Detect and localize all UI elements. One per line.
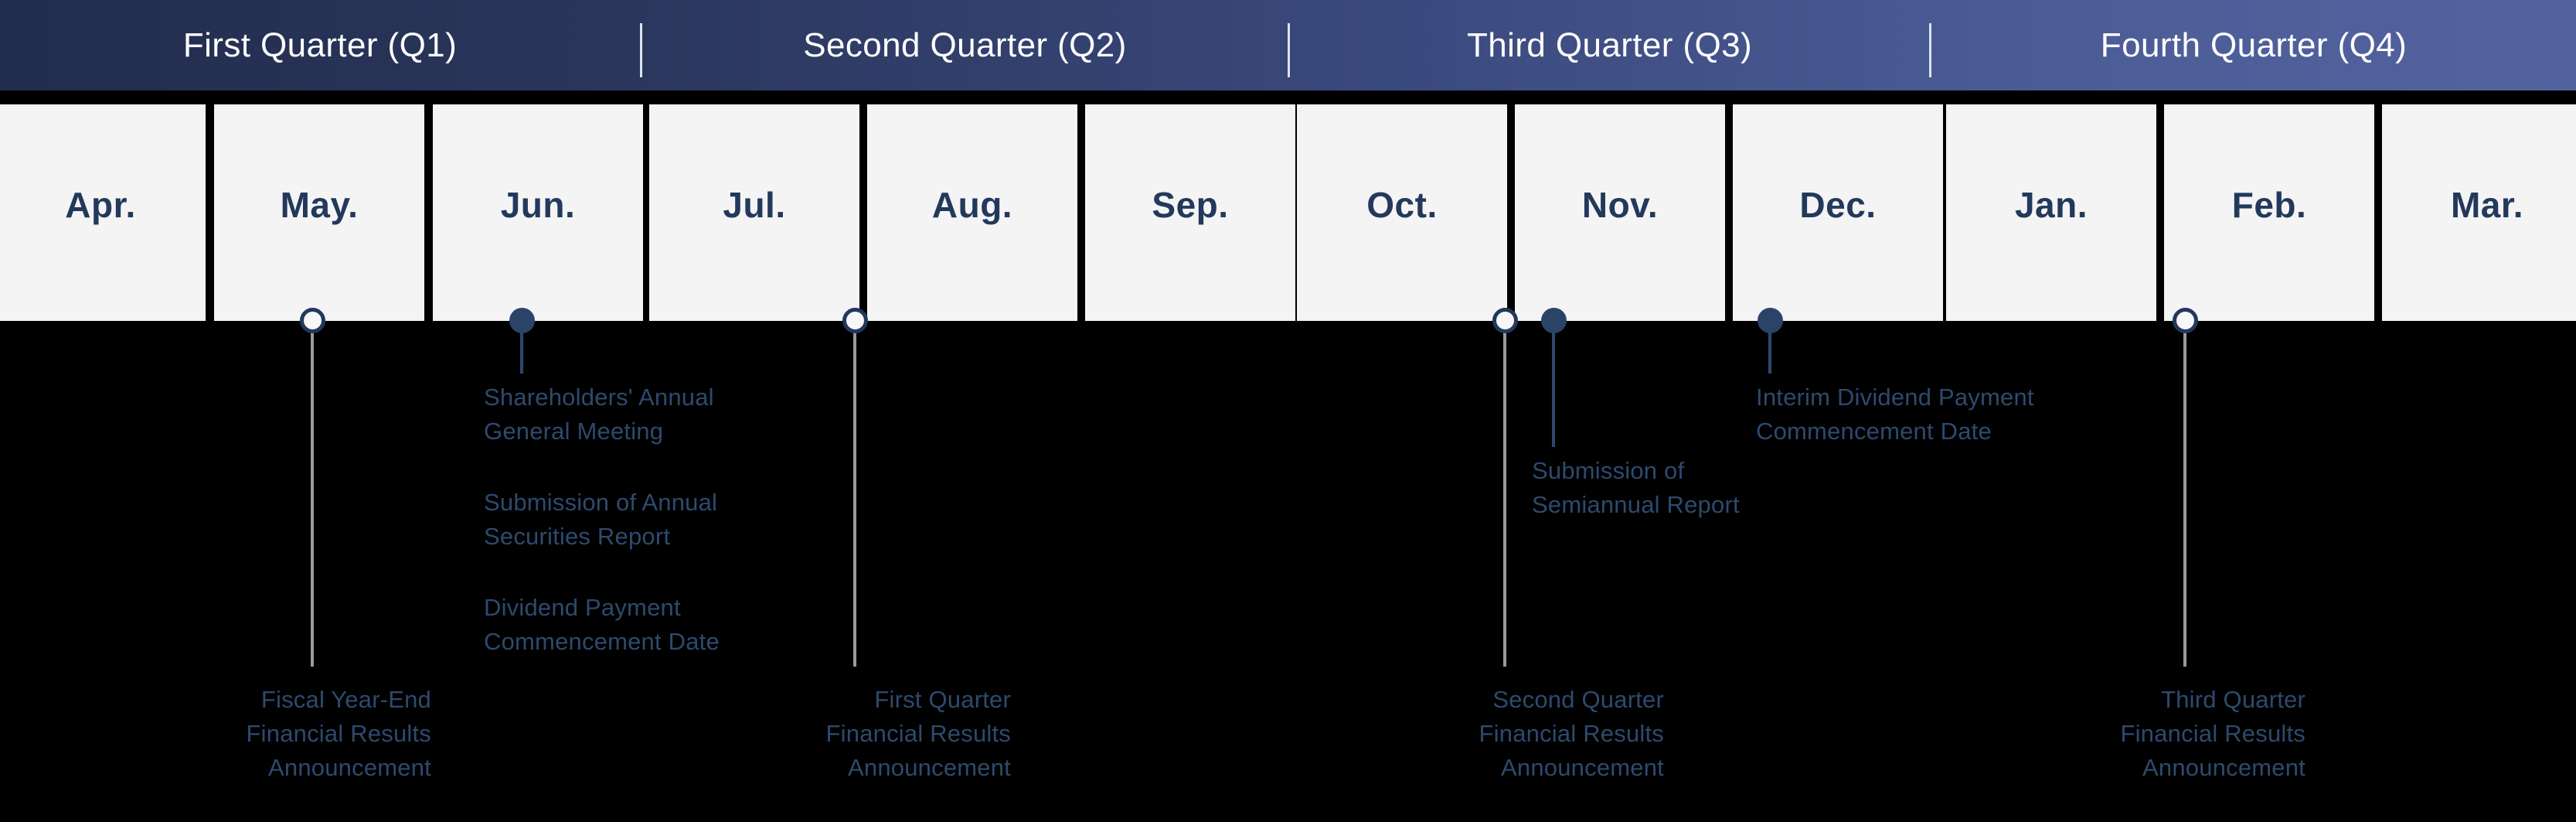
quarter-divider-2 xyxy=(1288,23,1290,77)
milestone-dot-shareholders-agm[interactable] xyxy=(509,308,535,333)
event-label-fiscal-year-end: Fiscal Year-End Financial Results Announ… xyxy=(246,686,431,781)
month-label: Jul. xyxy=(723,185,786,225)
month-cell-dec[interactable]: Dec. xyxy=(1733,104,1943,321)
quarter-divider-1 xyxy=(640,23,642,77)
marker-stem-interim-dividend xyxy=(1768,321,1771,373)
event-label-first-quarter-results: First Quarter Financial Results Announce… xyxy=(825,686,1011,781)
month-label: Dec. xyxy=(1799,185,1877,225)
month-label: Apr. xyxy=(65,185,136,225)
month-cell-apr[interactable]: Apr. xyxy=(0,104,206,321)
quarter-divider-3 xyxy=(1929,23,1931,77)
event-label-interim-dividend: Interim Dividend Payment Commencement Da… xyxy=(1756,384,2034,445)
month-cell-aug[interactable]: Aug. xyxy=(867,104,1077,321)
month-cell-sep[interactable]: Sep. xyxy=(1085,104,1295,321)
month-cell-feb[interactable]: Feb. xyxy=(2164,104,2374,321)
quarter-header-3: Third Quarter (Q3) xyxy=(1466,26,1753,64)
month-label: Aug. xyxy=(931,185,1013,225)
month-cell-oct[interactable]: Oct. xyxy=(1297,104,1507,321)
marker-stem-semiannual-report xyxy=(1552,321,1555,447)
month-label: Nov. xyxy=(1581,185,1659,225)
event-label-submission-annual: Submission of Annual Securities Report xyxy=(484,489,718,550)
event-label-dividend-payment: Dividend Payment Commencement Date xyxy=(484,594,720,655)
milestone-dot-fiscal-year-end[interactable] xyxy=(300,308,325,333)
marker-stem-third-quarter-results xyxy=(2183,321,2186,667)
quarter-header-1: First Quarter (Q1) xyxy=(182,26,458,64)
month-strip: Apr. May. Jun. Jul. Aug. Sep. Oct. Nov. Dec. Jan.… xyxy=(0,104,2576,321)
milestone-dot-semiannual-report[interactable] xyxy=(1541,308,1567,333)
marker-stem-first-quarter-results xyxy=(853,321,856,667)
event-label-semiannual-report: Submission of Semiannual Report xyxy=(1532,457,1740,518)
month-label: Mar. xyxy=(2450,185,2524,225)
event-label-second-quarter-results: Second Quarter Financial Results Announc… xyxy=(1479,686,1664,781)
month-label: Jan. xyxy=(2014,185,2088,225)
month-cell-may[interactable]: May. xyxy=(214,104,424,321)
milestone-dot-second-quarter-results[interactable] xyxy=(1492,308,1518,333)
month-label: Sep. xyxy=(1152,185,1229,225)
month-label: May. xyxy=(280,185,359,225)
milestone-dot-first-quarter-results[interactable] xyxy=(842,308,868,333)
milestone-dot-third-quarter-results[interactable] xyxy=(2173,308,2198,333)
quarter-header-4: Fourth Quarter (Q4) xyxy=(2100,26,2408,64)
month-label: Feb. xyxy=(2231,185,2307,225)
milestone-dot-interim-dividend[interactable] xyxy=(1758,308,1783,333)
month-cell-mar[interactable]: Mar. xyxy=(2382,104,2576,321)
event-label-shareholders-agm: Shareholders' Annual General Meeting xyxy=(484,384,714,445)
month-cell-jan[interactable]: Jan. xyxy=(1946,104,2156,321)
month-label: Oct. xyxy=(1366,185,1438,225)
event-label-third-quarter-results: Third Quarter Financial Results Announce… xyxy=(2120,686,2305,781)
marker-stem-shareholders-agm xyxy=(520,321,523,373)
quarter-header-2: Second Quarter (Q2) xyxy=(803,26,1127,64)
marker-stem-fiscal-year-end xyxy=(311,321,314,667)
month-label: Jun. xyxy=(500,185,576,225)
month-cell-jul[interactable]: Jul. xyxy=(649,104,859,321)
quarter-header-bar: First Quarter (Q1) Second Quarter (Q2) Thi… xyxy=(0,0,2576,90)
marker-stem-second-quarter-results xyxy=(1503,321,1506,667)
month-cell-jun[interactable]: Jun. xyxy=(433,104,643,321)
month-cell-nov[interactable]: Nov. xyxy=(1515,104,1725,321)
